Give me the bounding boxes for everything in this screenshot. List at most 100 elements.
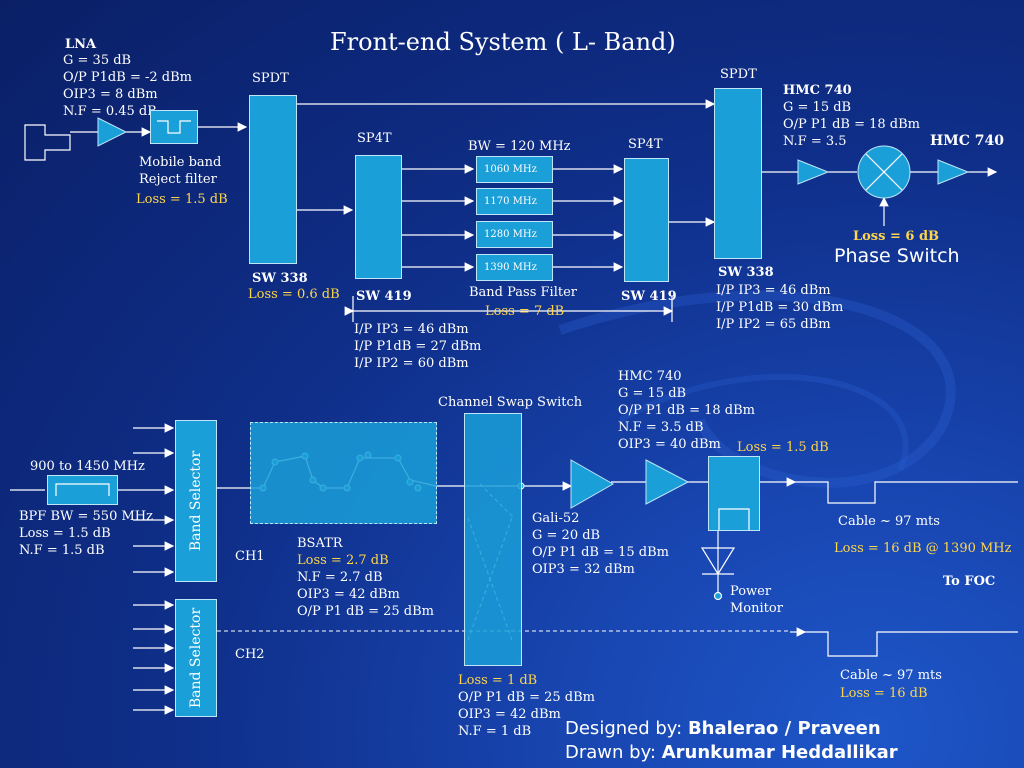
lna-oip3: OIP3 = 8 dBm: [63, 87, 158, 102]
bpf-1060: 1060 MHz: [476, 156, 553, 183]
hmc740-top-p1db: O/P P1 dB = 18 dBm: [783, 117, 920, 132]
hmc740-top-nf: N.F = 3.5: [783, 134, 847, 149]
gali52-amplifier-icon: [570, 459, 615, 509]
spdt-right-switch: [714, 88, 762, 259]
to-foc-label: To FOC: [943, 574, 996, 589]
hmc740-bottom-p1db: O/P P1 dB = 18 dBm: [618, 403, 755, 418]
drawn-by-label: Drawn by:: [565, 742, 656, 763]
drawn-by: Drawn by: Arunkumar Heddallikar: [565, 742, 898, 764]
channel-swap-nf: N.F = 1 dB: [458, 724, 532, 739]
input-bandpass-filter: [47, 475, 118, 505]
channel-swap-p1db: O/P P1 dB = 25 dBm: [458, 690, 595, 705]
lna-nf: N.F = 0.45 dB: [63, 104, 157, 119]
band-selector-ch1: Band Selector: [175, 420, 217, 582]
hmc740-output-name: HMC 740: [930, 133, 1004, 149]
lna-name: LNA: [65, 37, 97, 52]
cable1-loss: Loss = 16 dB @ 1390 MHz: [834, 541, 1012, 556]
directional-coupler: [708, 456, 760, 531]
mobile-filter-line1: Mobile band: [139, 155, 222, 170]
lna-gain: G = 35 dB: [63, 53, 132, 68]
sp4t-left-p1db: I/P P1dB = 27 dBm: [354, 339, 482, 354]
sp4t-right-label: SP4T: [628, 137, 663, 152]
bpf-1170: 1170 MHz: [476, 188, 553, 215]
sp4t-left-label: SP4T: [357, 131, 392, 146]
spdt-left-loss: Loss = 0.6 dB: [248, 287, 340, 302]
sp4t-right-part: SW 419: [621, 289, 677, 304]
lna-amplifier-icon: [97, 117, 128, 147]
bsatr-oip3: OIP3 = 42 dBm: [297, 587, 400, 602]
input-filter-nf: N.F = 1.5 dB: [19, 543, 105, 558]
lna-op1db: O/P P1dB = -2 dBm: [63, 70, 192, 85]
bsatr-nf: N.F = 2.7 dB: [297, 570, 383, 585]
mobile-filter-line2: Reject filter: [139, 172, 217, 187]
bsatr-block: [250, 422, 437, 524]
channel-swap-switch: [464, 413, 522, 666]
hmc740-top-gain: G = 15 dB: [783, 100, 852, 115]
bpf-1390: 1390 MHz: [476, 254, 553, 281]
hmc740-top-name: HMC 740: [783, 83, 852, 98]
hmc740-bottom-gain: G = 15 dB: [618, 386, 687, 401]
bpf-1060-label: 1060 MHz: [484, 164, 537, 175]
bpf-label: Band Pass Filter: [469, 285, 577, 300]
sp4t-left-ip2: I/P IP2 = 60 dBm: [354, 356, 469, 371]
bsatr-name: BSATR: [297, 536, 343, 551]
bpf-1280-label: 1280 MHz: [484, 229, 537, 240]
designed-by: Designed by: Bhalerao / Praveen: [565, 718, 881, 740]
coupler-loss: Loss = 1.5 dB: [737, 440, 829, 455]
sp4t-left-ip3: I/P IP3 = 46 dBm: [354, 322, 469, 337]
gali-oip3: OIP3 = 32 dBm: [532, 562, 635, 577]
bsatr-loss: Loss = 2.7 dB: [297, 553, 389, 568]
page-title: Front-end System ( L- Band): [330, 28, 676, 56]
gali-name: Gali-52: [532, 511, 580, 526]
channel-swap-label: Channel Swap Switch: [438, 395, 583, 410]
notch-filter-icon: [157, 120, 191, 134]
spdt-left-label: SPDT: [252, 71, 289, 86]
designed-by-label: Designed by:: [565, 718, 683, 739]
cable2-label: Cable ~ 97 mts: [840, 668, 942, 683]
input-filter-bw: BPF BW = 550 MHz: [19, 509, 153, 524]
hmc740-bottom-amplifier-icon: [645, 459, 690, 505]
drawn-by-name: Arunkumar Heddallikar: [661, 742, 898, 763]
spdt-left-part: SW 338: [252, 271, 308, 286]
phase-switch-loss: Loss = 6 dB: [853, 229, 940, 244]
gali-gain: G = 20 dB: [532, 528, 601, 543]
mobile-reject-filter: [150, 110, 198, 144]
spdt-right-p1db: I/P P1dB = 30 dBm: [716, 300, 844, 315]
gali-p1db: O/P P1 dB = 15 dBm: [532, 545, 669, 560]
channel-swap-loss: Loss = 1 dB: [458, 673, 538, 688]
designed-by-names: Bhalerao / Praveen: [687, 718, 881, 739]
hmc740-amplifier-icon: [797, 159, 830, 185]
bpf-1280: 1280 MHz: [476, 221, 553, 248]
cable1-label: Cable ~ 97 mts: [838, 514, 940, 529]
spdt-left-switch: [249, 95, 297, 264]
bsatr-p1db: O/P P1 dB = 25 dBm: [297, 604, 434, 619]
power-monitor-line2: Monitor: [730, 601, 783, 616]
spdt-right-label: SPDT: [720, 67, 757, 82]
spdt-right-part: SW 338: [718, 265, 774, 280]
spdt-right-ip3: I/P IP3 = 46 dBm: [716, 283, 831, 298]
hmc740-output-amplifier-icon: [937, 159, 970, 185]
hmc740-bottom-nf: N.F = 3.5 dB: [618, 420, 704, 435]
input-filter-loss: Loss = 1.5 dB: [19, 526, 111, 541]
bandpass-filter-icon: [55, 483, 110, 496]
sp4t-left-part: SW 419: [356, 289, 412, 304]
phase-switch-icon: [857, 145, 911, 199]
mobile-filter-loss: Loss = 1.5 dB: [136, 192, 228, 207]
hmc740-bottom-name: HMC 740: [618, 369, 682, 384]
input-filter-range: 900 to 1450 MHz: [30, 459, 145, 474]
bpf-loss: Loss = 7 dB: [485, 304, 565, 319]
band-selector-ch2: Band Selector: [175, 599, 217, 717]
spdt-right-ip2: I/P IP2 = 65 dBm: [716, 317, 831, 332]
bpf-1170-label: 1170 MHz: [484, 196, 537, 207]
bpf-1390-label: 1390 MHz: [484, 262, 537, 273]
ch2-label: CH2: [235, 647, 265, 662]
hmc740-bottom-oip3: OIP3 = 40 dBm: [618, 437, 721, 452]
cable2-loss: Loss = 16 dB: [840, 686, 928, 701]
sp4t-right-switch: [624, 158, 669, 282]
sp4t-left-switch: [355, 155, 402, 279]
phase-switch-label: Phase Switch: [834, 245, 960, 267]
channel-swap-oip3: OIP3 = 42 dBm: [458, 707, 561, 722]
